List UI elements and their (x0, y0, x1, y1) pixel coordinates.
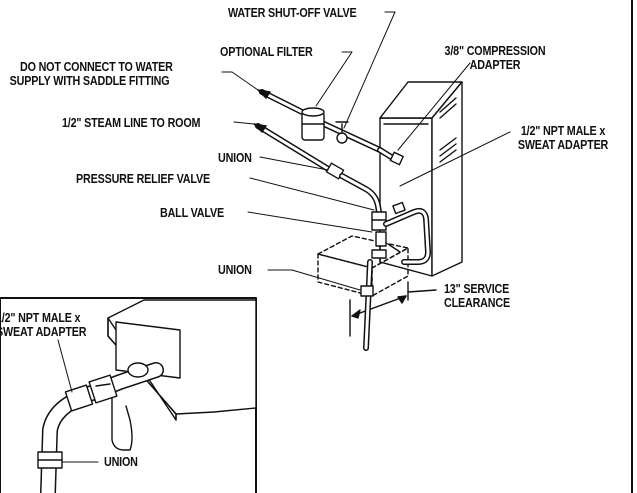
leader-lines (221, 11, 511, 291)
label-npt-adapter-line2: SWEAT ADAPTER (517, 138, 609, 152)
label-compression-adapter-line1: 3/8" COMPRESSION (444, 44, 546, 58)
label-optional-filter: OPTIONAL FILTER (220, 45, 313, 59)
valve-assembly (371, 201, 431, 265)
compression-adapter (389, 151, 404, 166)
label-union-lower: UNION (218, 263, 252, 277)
shutoff-valve (335, 121, 349, 144)
drain-line (360, 259, 374, 351)
label-do-not-connect-line2: SUPPLY WITH SADDLE FITTING (9, 74, 170, 88)
label-ball-valve: BALL VALVE (160, 206, 224, 220)
clearance-dimension (349, 281, 437, 337)
label-npt-adapter: 1/2" NPT MALE x SWEAT ADAPTER (507, 124, 619, 152)
steam-line (253, 123, 383, 221)
label-compression-adapter-line2: ADAPTER (469, 58, 521, 72)
steam-generator-cabinet (379, 81, 463, 277)
label-npt-adapter-line1: 1/2" NPT MALE x (520, 124, 606, 138)
label-do-not-connect: DO NOT CONNECT TO WATER SUPPLY WITH SADD… (10, 60, 173, 88)
label-inset-union: UNION (104, 455, 138, 469)
label-do-not-connect-line1: DO NOT CONNECT TO WATER (20, 60, 173, 74)
inset-detail (0, 297, 257, 493)
label-inset-npt-line2: SWEAT ADAPTER (0, 325, 87, 339)
label-service-clearance: 13" SERVICE CLEARANCE (444, 282, 510, 310)
label-inset-npt-line1: 1/2" NPT MALE x (0, 311, 81, 325)
label-union-upper: UNION (218, 151, 252, 165)
label-steam-line: 1/2" STEAM LINE TO ROOM (62, 116, 201, 130)
label-service-clearance-line1: 13" SERVICE (444, 282, 510, 296)
label-water-shutoff-valve: WATER SHUT-OFF VALVE (228, 6, 357, 20)
label-compression-adapter: 3/8" COMPRESSION ADAPTER (439, 44, 551, 72)
filter-housing (301, 107, 325, 141)
label-pressure-relief-valve: PRESSURE RELIEF VALVE (76, 172, 210, 186)
label-service-clearance-line2: CLEARANCE (444, 296, 510, 310)
water-supply-line (257, 89, 399, 163)
label-inset-npt-adapter: 1/2" NPT MALE x SWEAT ADAPTER (0, 311, 87, 339)
